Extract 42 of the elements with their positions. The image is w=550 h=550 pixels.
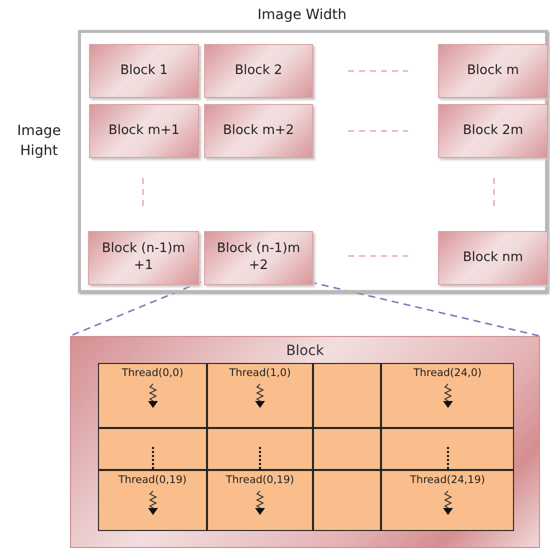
thread-cell bbox=[207, 470, 313, 531]
block-label: Block 2 bbox=[234, 62, 284, 80]
block-panel bbox=[70, 336, 540, 548]
thread-cell bbox=[207, 428, 313, 470]
block-label: Block (n-1)m +2 bbox=[216, 241, 302, 275]
thread-cell bbox=[381, 428, 514, 470]
block-box bbox=[89, 44, 199, 98]
block-label: Block m+2 bbox=[222, 122, 296, 140]
image-frame bbox=[78, 30, 548, 293]
thread-cell bbox=[207, 363, 313, 428]
block-box bbox=[204, 231, 313, 285]
block-label: Block 2m bbox=[462, 122, 524, 140]
thread-cell bbox=[98, 363, 207, 428]
block-box bbox=[204, 104, 313, 158]
block-label: Block 1 bbox=[119, 62, 169, 80]
thread-cell bbox=[98, 428, 207, 470]
block-label: Block m bbox=[466, 62, 520, 80]
panel-title: Block bbox=[286, 343, 324, 359]
axis-label: Image Width bbox=[256, 6, 348, 25]
connector-line bbox=[70, 281, 202, 337]
block-box bbox=[438, 104, 548, 158]
thread-cell bbox=[381, 363, 514, 428]
block-box bbox=[88, 231, 199, 285]
thread-cell bbox=[381, 470, 514, 531]
thread-cell bbox=[313, 363, 381, 428]
thread-label: Thread(24,19) bbox=[410, 474, 485, 486]
block-box bbox=[89, 104, 199, 158]
block-box bbox=[438, 44, 548, 98]
thread-label: Thread(0,19) bbox=[118, 474, 187, 486]
thread-cell bbox=[98, 470, 207, 531]
thread-label: Thread(24,0) bbox=[413, 367, 482, 379]
block-box bbox=[438, 231, 548, 285]
block-box bbox=[204, 44, 313, 98]
block-label: Block (n-1)m +1 bbox=[100, 241, 186, 275]
axis-label: Image Hight bbox=[16, 122, 62, 162]
thread-label: Thread(1,0) bbox=[229, 367, 291, 379]
block-label: Block nm bbox=[462, 250, 524, 266]
block-label: Block m+1 bbox=[107, 122, 181, 140]
thread-label: Thread(0,19) bbox=[226, 474, 294, 486]
thread-cell bbox=[313, 428, 381, 470]
thread-cell bbox=[313, 470, 381, 531]
thread-label: Thread(0,0) bbox=[122, 367, 184, 379]
